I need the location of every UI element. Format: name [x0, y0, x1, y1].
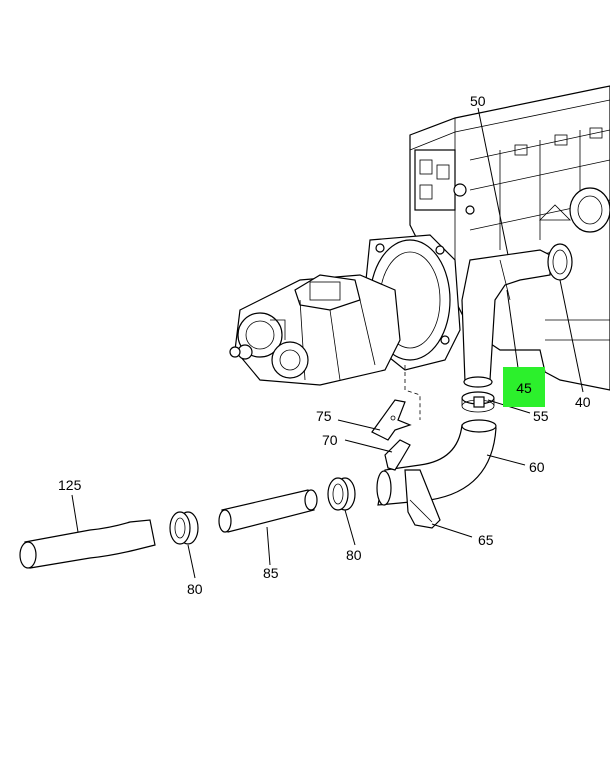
elbow-pipe-upper [461, 249, 551, 388]
callout-55: 55 [533, 408, 549, 424]
callout-125: 125 [58, 477, 82, 493]
bracket-70 [384, 439, 411, 471]
leader-lines [71, 107, 584, 579]
callout-75: 75 [316, 408, 332, 424]
tailpipe-125 [19, 519, 156, 569]
clamp-80-left [169, 511, 199, 545]
callout-80-left: 80 [187, 581, 203, 597]
turbo-clamp [547, 243, 573, 281]
transmission-unit [229, 234, 461, 386]
callout-40: 40 [575, 394, 591, 410]
bracket-75 [371, 399, 412, 441]
callout-70: 70 [322, 432, 338, 448]
strap-65 [404, 469, 441, 529]
callout-85: 85 [263, 565, 279, 581]
callout-80-right: 80 [346, 547, 362, 563]
callout-60: 60 [529, 459, 545, 475]
clamp-55 [461, 391, 495, 413]
pipe-85 [218, 489, 318, 533]
alignment-line [404, 365, 421, 420]
clamp-80-right [327, 477, 356, 511]
highlighted-callout-45[interactable]: 45 [503, 367, 545, 407]
callout-65: 65 [478, 532, 494, 548]
callout-50: 50 [470, 93, 486, 109]
callout-45: 45 [516, 380, 532, 396]
engine-block [409, 85, 610, 391]
